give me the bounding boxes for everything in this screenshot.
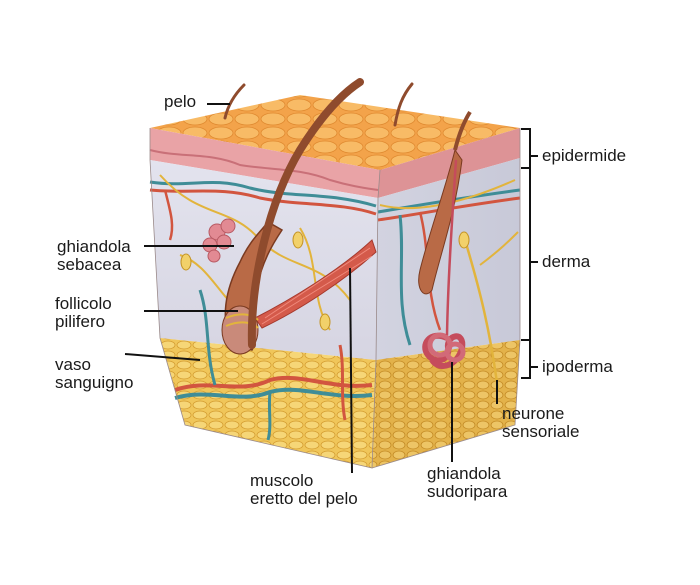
label-ghiandola-sudoripara: ghiandola sudoripara [427,465,507,501]
label-epidermide: epidermide [542,146,627,165]
label-line: follicolo [55,294,112,313]
skin-surface [150,95,520,170]
epidermis-front [150,128,380,198]
label-pelo: pelo [164,92,197,111]
label-muscolo-erettore: muscolo eretto del pelo [250,472,358,508]
label-follicolo-pilifero: follicolo pilifero [55,295,112,331]
leader-lines [124,103,498,474]
label-line: sebacea [57,255,122,274]
label-line: ghiandola [57,237,131,256]
hypodermis-side [372,340,520,468]
label-line: muscolo [250,471,314,490]
label-vaso-sanguigno: vaso sanguigno [55,356,133,392]
label-line: neurone [502,404,565,423]
label-line: sudoripara [427,482,508,501]
label-line: sanguigno [55,373,134,392]
hair-shaft-large [247,78,364,349]
epidermis-side [378,128,520,198]
layer-brackets [521,128,538,379]
label-line: vaso [55,355,91,374]
sweat-gland [422,159,466,369]
label-neurone-sensoriale: neurone sensoriale [502,405,580,441]
label-line: sensoriale [502,422,580,441]
label-line: ghiandola [427,464,501,483]
label-derma: derma [542,252,591,271]
hair-shaft-small [223,83,246,120]
label-ipoderma: ipoderma [542,357,613,376]
label-ghiandola-sebacea: ghiandola sebacea [57,238,131,274]
label-line: eretto del pelo [250,489,358,508]
label-line: pilifero [55,312,106,331]
